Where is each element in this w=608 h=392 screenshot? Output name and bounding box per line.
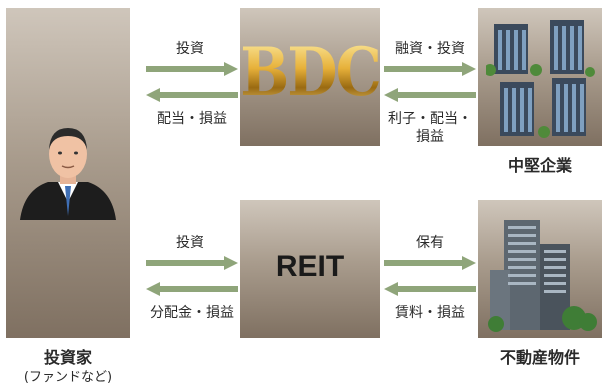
bdc-left-in-label: 投資 [176,41,204,57]
bdc-right-in-label-1: 利子・配当・ [388,111,472,127]
investor-label: 投資家 [43,348,92,367]
arrow-right-reit-to-realestate [384,256,476,270]
reit-label: REIT [275,250,345,283]
office-buildings-icon [486,20,595,138]
arrow-left-bdc-to-investor [146,88,238,102]
investor-businessman-icon [20,128,116,220]
arrow-left-reit-to-investor [146,282,238,296]
real-estate-building-icon [488,220,597,332]
arrow-right-investor-to-reit [146,256,238,270]
investor-panel [6,8,130,338]
arrow-left-realestate-to-reit [384,282,476,296]
companies-panel [478,8,602,146]
bdc-right-out-label: 融資・投資 [395,41,465,57]
investor-sub-label: (ファンドなど) [23,370,113,385]
bdc-panel: BDC [240,8,382,146]
realestate-label: 不動産物件 [499,348,580,367]
arrow-right-bdc-to-companies [384,62,476,76]
bdc-right-in-label-2: 損益 [416,129,444,145]
reit-panel: REIT [240,200,380,338]
arrow-right-investor-to-bdc [146,62,238,76]
reit-left-in-label: 投資 [176,235,204,251]
reit-right-out-label: 保有 [416,235,444,251]
bdc-left-out-label: 配当・損益 [157,111,227,127]
realestate-panel [478,200,602,338]
companies-label: 中堅企業 [507,156,572,175]
reit-left-out-label: 分配金・損益 [150,305,234,321]
arrow-left-companies-to-bdc [384,88,476,102]
bdc-logo: BDC [240,32,381,112]
reit-right-in-label: 賃料・損益 [395,305,465,321]
